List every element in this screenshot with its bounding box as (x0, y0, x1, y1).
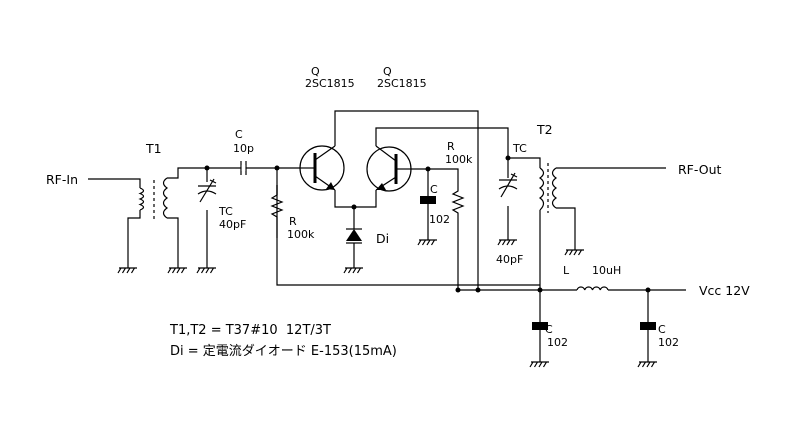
vcc-label: Vcc 12V (699, 283, 750, 298)
transformer-t2 (538, 163, 558, 213)
transformer-t1 (138, 177, 169, 222)
ground-icon (167, 267, 187, 274)
c-in-ref: C (235, 128, 243, 141)
note-diode-spec: Di = 定電流ダイオード E-153(15mA) (170, 344, 397, 359)
transistor-q1 (299, 145, 345, 191)
ground-symbols (117, 239, 657, 368)
di-label: Di (376, 231, 389, 246)
ground-icon (637, 361, 657, 368)
c-dec1-ref: C (545, 323, 553, 336)
tc2-ref: TC (512, 142, 527, 155)
c-in-value: 10p (233, 142, 254, 155)
labels: RF-In RF-Out Vcc 12V T1 T2 Q 2SC1815 Q 2… (46, 65, 750, 359)
rf-in-label: RF-In (46, 172, 78, 187)
tc1-value: 40pF (219, 218, 246, 231)
l-value: 10uH (592, 264, 621, 277)
r1-value: 100k (287, 228, 315, 241)
c-dec2-ref: C (658, 323, 666, 336)
junction-dots (204, 155, 651, 293)
capacitor-c-mid (420, 196, 436, 204)
c-mid-ref: C (430, 183, 438, 196)
wires (88, 110, 686, 362)
c-dec1-value: 102 (547, 336, 568, 349)
t1-label: T1 (145, 141, 162, 156)
ground-icon (117, 267, 137, 274)
c-dec2-value: 102 (658, 336, 679, 349)
inductor-l (576, 286, 609, 291)
r1-ref: R (289, 215, 297, 228)
q2-part: 2SC1815 (377, 77, 427, 90)
ground-icon (497, 239, 517, 246)
t2-label: T2 (536, 122, 553, 137)
q2-ref: Q (383, 65, 392, 78)
l-ref: L (563, 264, 570, 277)
q1-part: 2SC1815 (305, 77, 355, 90)
capacitor-c-dec1 (532, 322, 548, 330)
resistor-r1 (270, 185, 284, 238)
ground-icon (564, 249, 584, 256)
resistor-r2 (451, 183, 465, 225)
c-mid-value: 102 (429, 213, 450, 226)
rf-out-label: RF-Out (678, 162, 721, 177)
r2-value: 100k (445, 153, 473, 166)
ground-icon (196, 267, 216, 274)
ground-icon (529, 361, 549, 368)
capacitor-c-in (240, 161, 247, 175)
capacitor-c-dec2 (640, 322, 656, 330)
r2-ref: R (447, 140, 455, 153)
ground-icon (417, 239, 437, 246)
tc2-value: 40pF (496, 253, 523, 266)
tc1-ref: TC (218, 205, 233, 218)
note-transformer-spec: T1,T2 = T37#10 12T/3T (169, 323, 331, 338)
trimmer-capacitor-tc1 (197, 178, 217, 203)
ground-icon (343, 267, 363, 274)
transistor-q2 (366, 145, 412, 192)
trimmer-capacitor-tc2 (498, 172, 518, 198)
constant-current-diode (346, 228, 362, 244)
q1-ref: Q (311, 65, 320, 78)
